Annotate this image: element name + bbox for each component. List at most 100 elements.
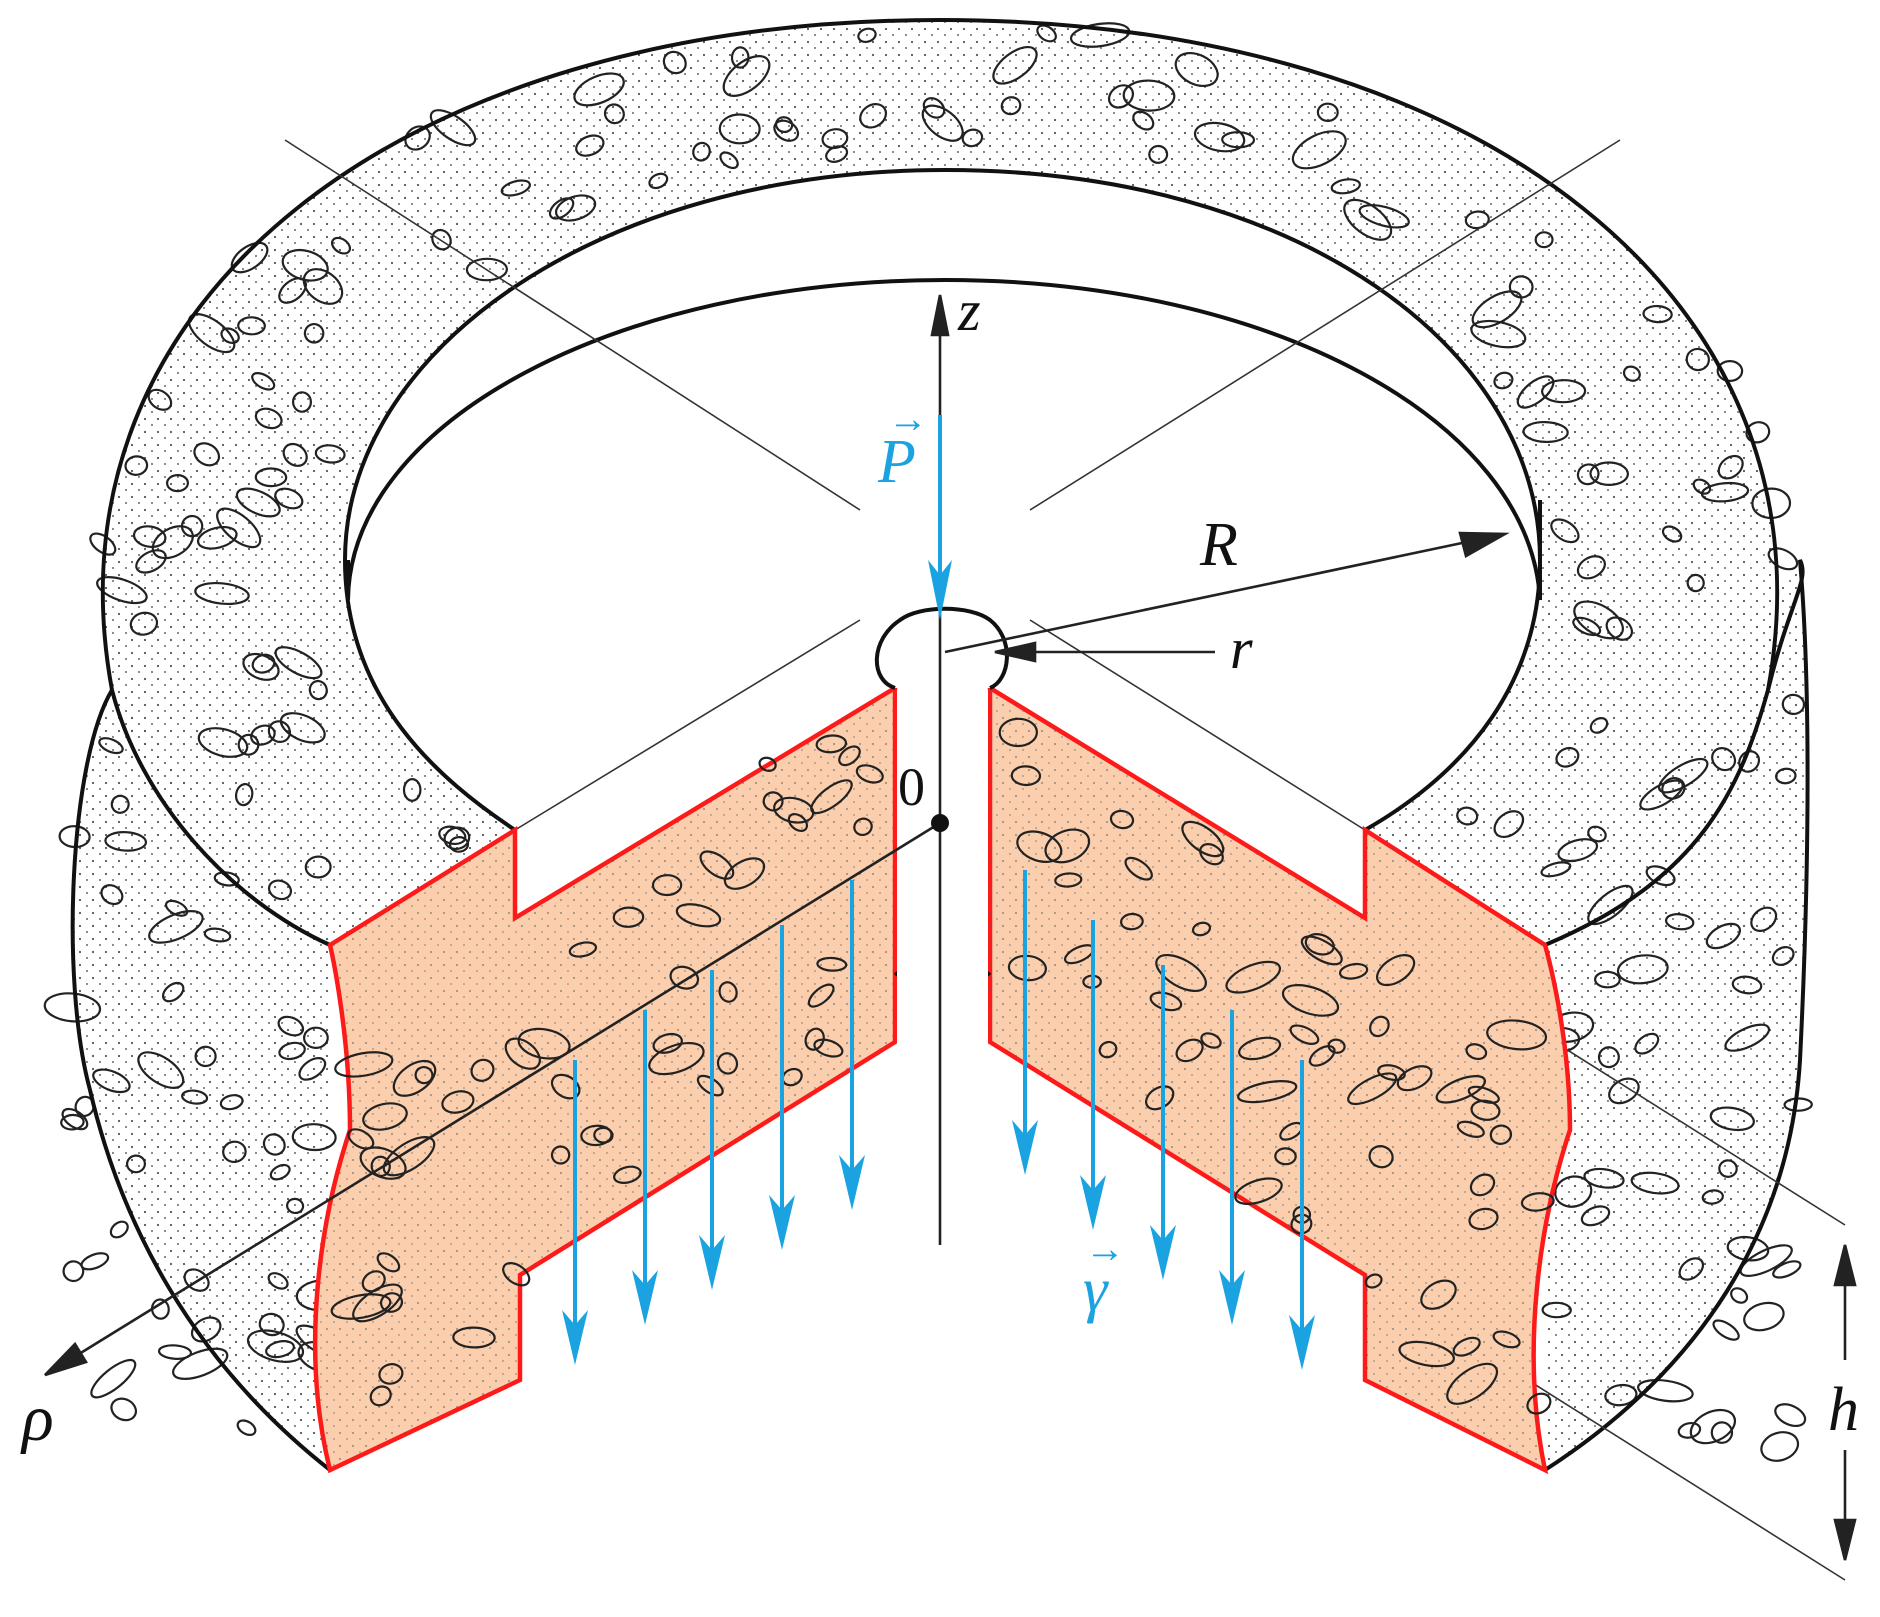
pore [502,1261,531,1287]
pore [1604,1383,1638,1407]
pore [126,1154,146,1174]
pore [722,55,771,97]
pore [1739,1244,1793,1277]
pore [254,407,283,430]
pore [404,125,431,151]
pore [90,1358,137,1399]
pore [1274,1147,1297,1166]
pore [1120,912,1144,931]
pore [1710,1421,1734,1444]
pore [1555,746,1580,768]
pore [550,1145,571,1165]
pore [998,717,1038,748]
gravity-arrow-head [632,1270,658,1325]
pore [267,720,292,743]
right-outer-bulge [1543,559,1810,1472]
left-outer-lower [70,688,332,1472]
pore [1730,1287,1749,1304]
pore [109,1220,129,1239]
pore [237,316,266,336]
gravity-arrow-head [1012,1120,1038,1175]
pore [1554,1175,1593,1208]
pore [1630,1171,1680,1195]
pore [60,1113,85,1131]
pore [129,611,159,636]
pore [1368,1145,1394,1169]
pore [1541,1301,1572,1319]
pore [1572,616,1602,637]
pore [1193,121,1246,153]
gravity-arrow-head [1080,1175,1106,1230]
pore [1701,1189,1724,1205]
pore [361,1270,386,1293]
pore [1109,809,1135,830]
pore [291,1123,337,1152]
pore [1541,379,1587,404]
pore [234,782,254,807]
pore [1771,946,1795,966]
pore [1469,1173,1496,1197]
pore [330,1293,392,1320]
pore [573,72,625,107]
pore [100,884,124,906]
pore [1587,825,1607,843]
pore [825,145,849,163]
pore [1181,820,1225,858]
pore [429,109,477,147]
pore [1010,765,1042,787]
inner-rim-top [343,167,1542,561]
pore [251,371,276,391]
pore [1540,861,1572,878]
pore [568,941,598,958]
pore [376,1252,401,1273]
pore [203,927,232,943]
pore [1642,304,1673,324]
pore [1661,525,1683,543]
pore [517,1027,571,1060]
pore [1493,810,1525,839]
pore [730,46,750,69]
pore [1731,975,1763,995]
pore [1456,806,1479,826]
pore [1358,204,1410,229]
pore [431,228,452,251]
pore [1468,1207,1499,1231]
pore [246,1329,305,1363]
pore [669,965,700,990]
pore [662,50,687,75]
pore [1589,461,1629,487]
pore [575,134,605,157]
pore [98,737,124,755]
pore [1622,365,1641,382]
pore [74,1095,95,1118]
pore [1492,1330,1521,1349]
pore [303,322,325,344]
pore [1550,518,1580,544]
pore [96,576,148,605]
pore [414,1065,434,1085]
pore [314,444,346,464]
pore [1516,375,1555,409]
pore [278,1041,306,1061]
pore [651,874,683,897]
pore [1576,463,1600,486]
pore [1291,130,1347,170]
pore [213,871,240,887]
pore [838,745,861,767]
pore [157,1344,193,1360]
pore [1289,1024,1320,1045]
pore [1155,953,1207,993]
pore [265,1340,295,1359]
pore [716,1052,739,1075]
pore [147,388,173,411]
pore [219,1094,244,1111]
pore [1175,1038,1204,1063]
pore [92,1068,131,1094]
pore [1174,51,1219,88]
pore [922,97,946,119]
rho-axis-label: ρ [20,1382,54,1455]
pore [1597,1046,1620,1069]
pore [216,507,262,549]
right-side-wall [1545,560,1806,1470]
pore [236,1419,257,1436]
